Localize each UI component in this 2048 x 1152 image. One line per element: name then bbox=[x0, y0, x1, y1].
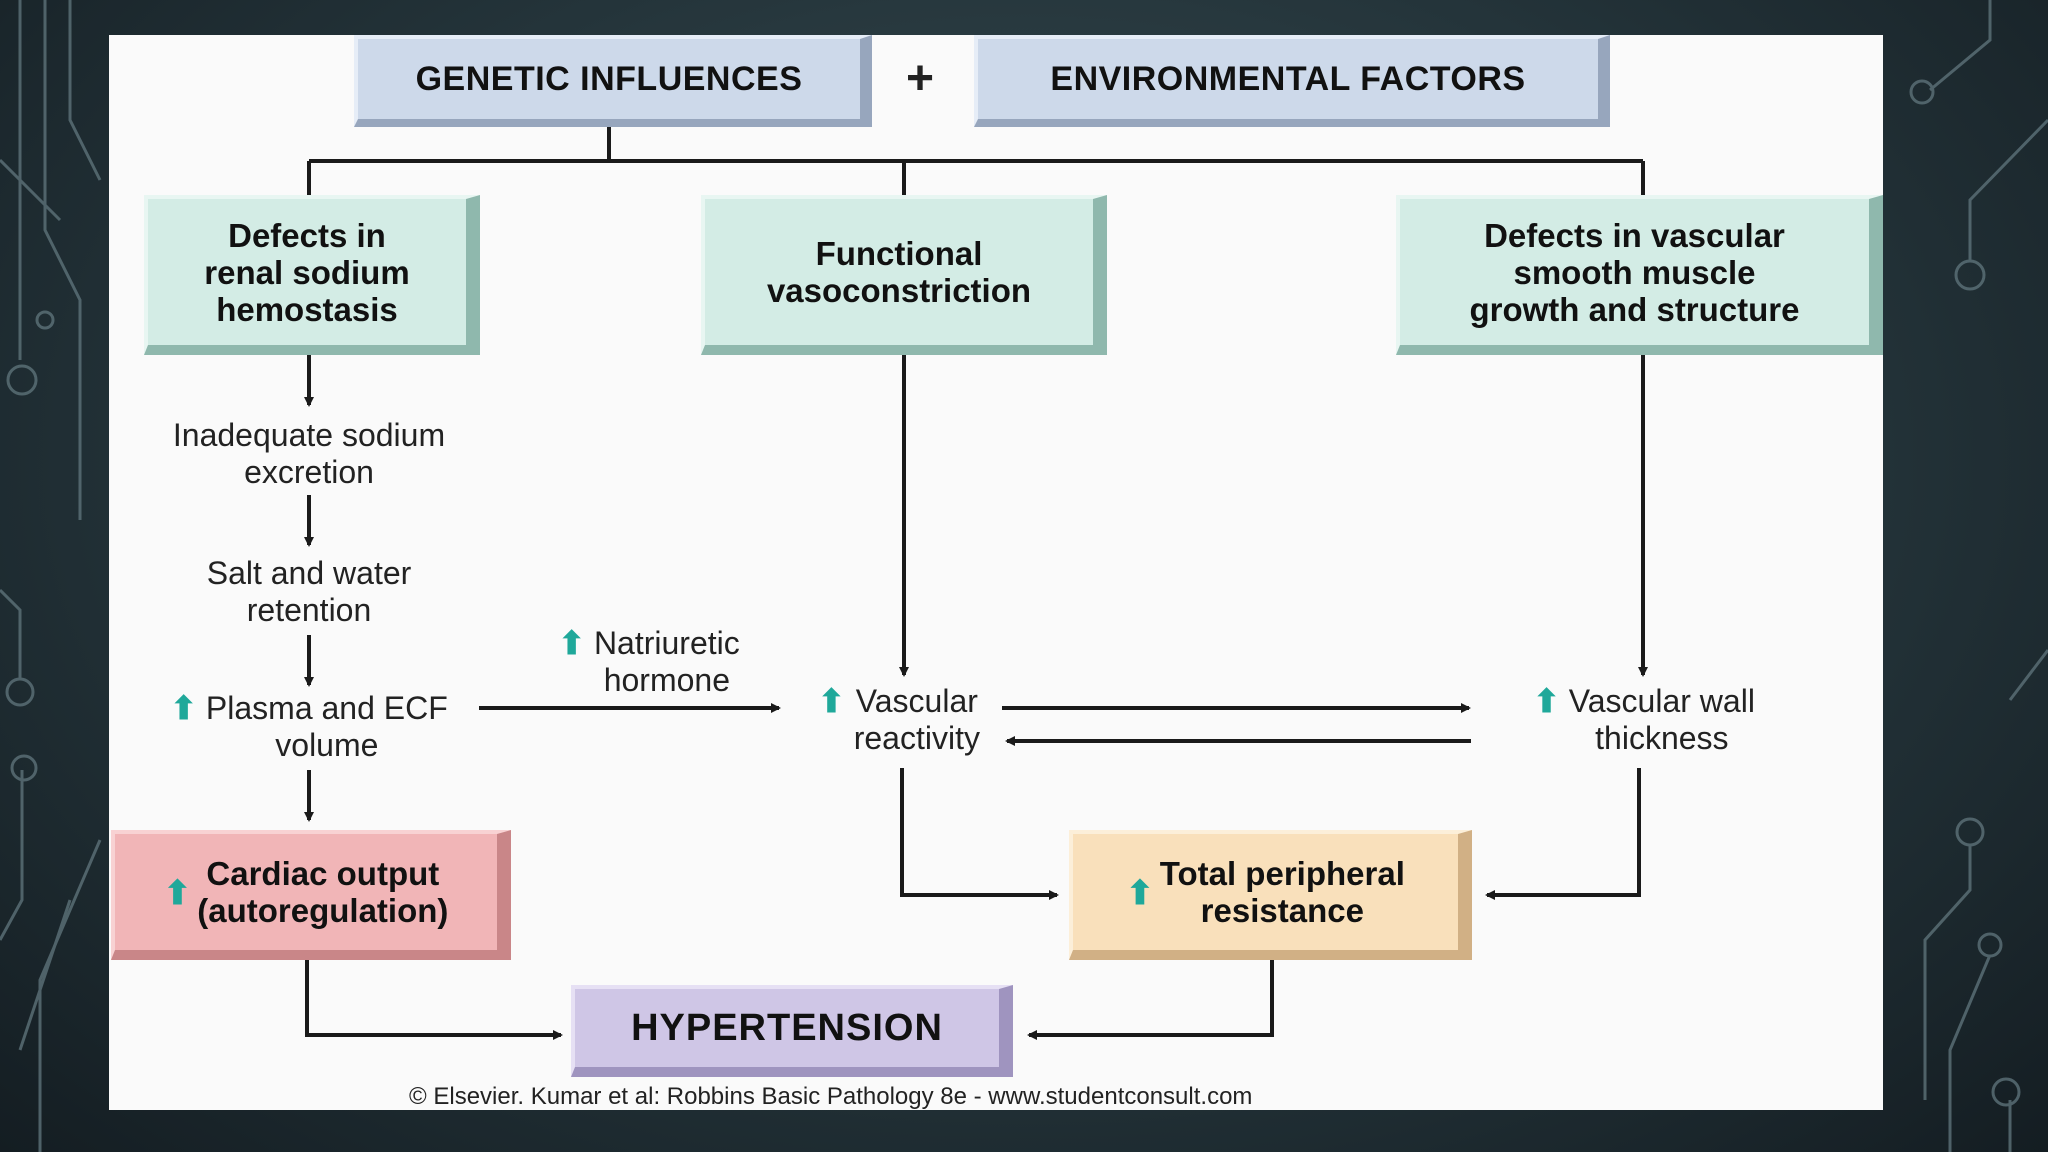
defects-renal-box: Defects in renal sodium hemostasis bbox=[144, 195, 480, 355]
up-arrow-icon: ⬆ bbox=[1533, 683, 1560, 719]
copyright-credit: © Elsevier. Kumar et al: Robbins Basic P… bbox=[409, 1083, 1253, 1110]
defects-renal-label: Defects in renal sodium hemostasis bbox=[204, 216, 410, 328]
up-arrow-icon: ⬆ bbox=[1126, 873, 1154, 911]
tpr-label: Total peripheral resistance bbox=[1159, 855, 1405, 929]
natriuretic-text: Natriuretic hormone bbox=[593, 625, 740, 698]
defects-vascular-box: Defects in vascular smooth muscle growth… bbox=[1396, 195, 1883, 355]
functional-vasoconstriction-box: Functional vasoconstriction bbox=[701, 195, 1107, 355]
vascular-wall-node: ⬆ Vascular wall thickness bbox=[1479, 683, 1809, 757]
tpr-box: ⬆ Total peripheral resistance bbox=[1069, 830, 1472, 960]
up-arrow-icon: ⬆ bbox=[818, 683, 845, 719]
environmental-factors-label: ENVIRONMENTAL FACTORS bbox=[1050, 59, 1526, 98]
plasma-node: ⬆ Plasma and ECF volume bbox=[129, 690, 489, 764]
genetic-influences-label: GENETIC INFLUENCES bbox=[415, 59, 803, 98]
vascular-reactivity-node: ⬆ Vascular reactivity bbox=[789, 683, 1009, 757]
connector-lines bbox=[304, 127, 1648, 1040]
environmental-factors-box: ENVIRONMENTAL FACTORS bbox=[974, 35, 1610, 127]
hypertension-label: HYPERTENSION bbox=[631, 1006, 943, 1049]
inadequate-sodium-text: Inadequate sodium excretion bbox=[172, 417, 446, 490]
salt-water-text: Salt and water retention bbox=[206, 555, 412, 628]
up-arrow-icon: ⬆ bbox=[170, 690, 198, 726]
up-arrow-icon: ⬆ bbox=[558, 625, 586, 661]
genetic-influences-box: GENETIC INFLUENCES bbox=[354, 35, 872, 127]
hypertension-box: HYPERTENSION bbox=[571, 985, 1013, 1077]
up-arrow-icon: ⬆ bbox=[163, 873, 192, 911]
cardiac-output-label: Cardiac output (autoregulation) bbox=[197, 855, 449, 929]
plasma-text: Plasma and ECF volume bbox=[205, 690, 448, 763]
cardiac-output-box: ⬆ Cardiac output (autoregulation) bbox=[111, 830, 511, 960]
functional-vasoconstriction-label: Functional vasoconstriction bbox=[766, 235, 1032, 309]
vascular-wall-text: Vascular wall thickness bbox=[1568, 683, 1755, 756]
plus-sign: + bbox=[906, 52, 935, 105]
natriuretic-node: ⬆ Natriuretic hormone bbox=[499, 625, 799, 699]
diagram-slide: GENETIC INFLUENCES + ENVIRONMENTAL FACTO… bbox=[109, 35, 1883, 1110]
defects-vascular-label: Defects in vascular smooth muscle growth… bbox=[1469, 216, 1800, 328]
vascular-reactivity-text: Vascular reactivity bbox=[853, 683, 980, 756]
